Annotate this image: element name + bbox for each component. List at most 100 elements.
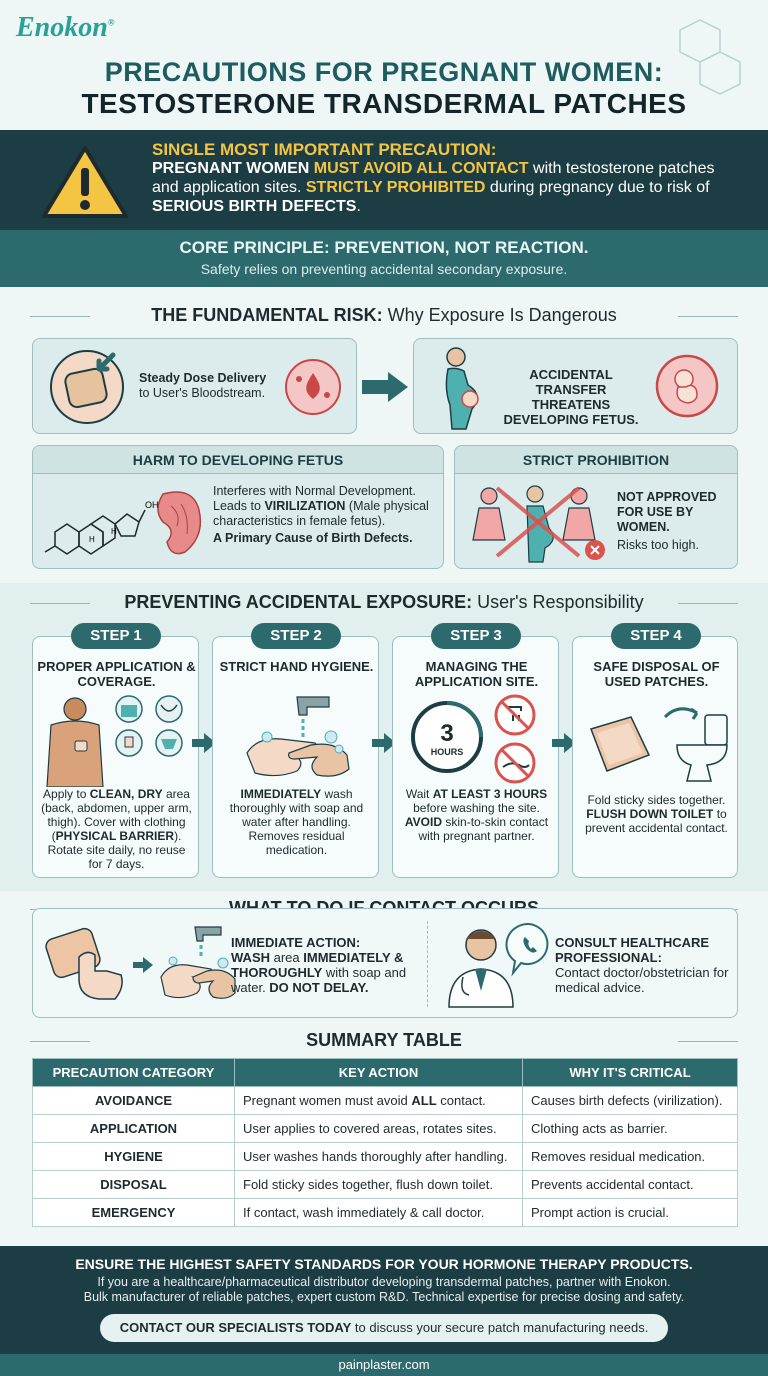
no-skin-contact-icon xyxy=(494,742,536,784)
step-1-text: Apply to CLEAN, DRY area (back, abdomen,… xyxy=(39,787,194,871)
step-2-badge: STEP 2 xyxy=(251,623,341,649)
warning-triangle-icon xyxy=(42,146,128,218)
harm-virilization: VIRILIZATION xyxy=(264,499,346,513)
risk-transfer-panel: ACCIDENTAL TRANSFER THREATENS DEVELOPING… xyxy=(413,338,738,434)
harm-text: Interferes with Normal Development. Lead… xyxy=(213,484,438,546)
step-3-text-c: skin-to-skin contact with pregnant partn… xyxy=(418,815,549,843)
warning-text-2: during pregnancy due to risk of xyxy=(485,179,710,196)
consult-heading: CONSULT HEALTHCARE PROFESSIONAL: xyxy=(555,935,710,965)
step-4-title: SAFE DISPOSAL OF USED PATCHES. xyxy=(593,659,720,689)
hydrogen-label-1: H xyxy=(89,535,95,544)
table-row: DISPOSAL Fold sticky sides together, flu… xyxy=(32,1170,738,1199)
row-why: Clothing acts as barrier. xyxy=(522,1114,738,1143)
transfer-warning-text: ACCIDENTAL TRANSFER THREATENS DEVELOPING… xyxy=(503,367,639,427)
immediate-no-delay: DO NOT DELAY. xyxy=(269,980,369,995)
row-why: Removes residual medication. xyxy=(522,1142,738,1171)
warning-text: SINGLE MOST IMPORTANT PRECAUTION: PREGNA… xyxy=(152,140,742,216)
core-principle-subtext: Safety relies on preventing accidental s… xyxy=(200,261,568,277)
clock-hours-number: 3 xyxy=(440,720,453,747)
step-3-card: STEP 3 MANAGING THE APPLICATION SITE. 3 … xyxy=(392,623,559,878)
step-2-text-a: wash thoroughly with soap and water afte… xyxy=(229,787,364,857)
contact-divider xyxy=(427,921,428,1007)
row-action: User washes hands thoroughly after handl… xyxy=(234,1142,523,1171)
warning-birth-defects: SERIOUS BIRTH DEFECTS xyxy=(152,198,357,215)
cta-rest: to discuss your secure patch manufacturi… xyxy=(351,1320,649,1335)
step-4-flush: FLUSH DOWN TOILET xyxy=(586,807,714,821)
harm-virilization-desc: (Male physical characteristics in female… xyxy=(213,499,429,528)
footer-banner: ENSURE THE HIGHEST SAFETY STANDARDS FOR … xyxy=(0,1246,768,1354)
step-1-title: PROPER APPLICATION & COVERAGE. xyxy=(37,659,196,689)
harm-line-2: Leads to VIRILIZATION (Male physical cha… xyxy=(213,499,438,529)
hydroxyl-label: OH xyxy=(145,500,159,510)
doctor-icon xyxy=(448,923,549,1008)
patch-icon xyxy=(50,350,124,424)
row-why: Causes birth defects (virilization). xyxy=(522,1086,738,1115)
column-header-action: KEY ACTION xyxy=(234,1058,523,1087)
website-link[interactable]: painplaster.com xyxy=(0,1354,768,1376)
page-title-line2: TESTOSTERONE TRANSDERMAL PATCHES xyxy=(81,88,687,119)
clock-hours-unit: HOURS xyxy=(431,747,464,757)
step-3-text-a: Wait xyxy=(405,787,433,801)
immediate-area: area xyxy=(270,950,304,965)
immediate-action-text: IMMEDIATE ACTION: WASH area IMMEDIATELY … xyxy=(231,935,421,995)
warning-text-1: with testosterone patches and applicatio… xyxy=(152,160,715,196)
column-header-category: PRECAUTION CATEGORY xyxy=(32,1058,235,1087)
section-heading-summary: SUMMARY TABLE xyxy=(30,1030,738,1051)
step-3-avoid: AVOID xyxy=(404,815,443,829)
footer-body-2: Bulk manufacturer of reliable patches, e… xyxy=(83,1290,685,1304)
step-3-text: Wait AT LEAST 3 HOURS before washing the… xyxy=(399,787,554,843)
core-principle-heading: CORE PRINCIPLE: PREVENTION, NOT REACTION… xyxy=(179,238,589,257)
harm-line-1: Interferes with Normal Development. xyxy=(213,484,416,498)
step-4-card: STEP 4 SAFE DISPOSAL OF USED PATCHES. Fo… xyxy=(572,623,738,878)
contact-panel: IMMEDIATE ACTION: WASH area IMMEDIATELY … xyxy=(32,908,738,1018)
row-action-all: ALL xyxy=(411,1093,437,1108)
table-row: HYGIENE User washes hands thoroughly aft… xyxy=(32,1142,738,1171)
molecule-decoration-icon xyxy=(679,19,741,95)
risk-dose-panel: Steady Dose Delivery to User's Bloodstre… xyxy=(32,338,357,434)
row-category: EMERGENCY xyxy=(32,1198,235,1227)
warning-banner: SINGLE MOST IMPORTANT PRECAUTION: PREGNA… xyxy=(0,130,768,230)
step-4-text-b: to prevent accidental contact. xyxy=(585,807,728,835)
row-action-b: contact. xyxy=(436,1093,486,1108)
steroid-molecule-icon: OH H H xyxy=(44,500,159,555)
immediate-thoroughly: IMMEDIATELY & THOROUGHLY xyxy=(231,950,404,980)
row-category: AVOIDANCE xyxy=(32,1086,235,1115)
step-3-badge: STEP 3 xyxy=(431,623,521,649)
footer-body-1: If you are a healthcare/pharmaceutical d… xyxy=(97,1275,671,1289)
step-2-immediately: IMMEDIATELY xyxy=(240,787,322,801)
step-2-text: IMMEDIATELY wash thoroughly with soap an… xyxy=(219,787,374,857)
step-arrow-icon xyxy=(372,733,396,753)
folded-patch-icon xyxy=(590,716,651,772)
harm-panel: HARM TO DEVELOPING FETUS OH H H Interfer… xyxy=(32,445,444,569)
no-shower-icon xyxy=(494,694,536,736)
consult-text: CONSULT HEALTHCARE PROFESSIONAL: Contact… xyxy=(555,935,731,995)
table-row: APPLICATION User applies to covered area… xyxy=(32,1114,738,1143)
arrow-right-icon xyxy=(362,372,408,402)
immediate-wash: WASH xyxy=(231,950,270,965)
row-category: DISPOSAL xyxy=(32,1170,235,1199)
table-header-row: PRECAUTION CATEGORY KEY ACTION WHY IT'S … xyxy=(32,1058,738,1087)
step-3-title: MANAGING THE APPLICATION SITE. xyxy=(414,659,539,689)
row-action: User applies to covered areas, rotates s… xyxy=(234,1114,523,1143)
step-2-title: STRICT HAND HYGIENE. xyxy=(219,659,374,674)
contact-specialists-button[interactable]: CONTACT OUR SPECIALISTS TODAY to discuss… xyxy=(100,1314,668,1342)
row-action-a: Pregnant women must avoid xyxy=(243,1093,412,1108)
prohibition-statement: NOT APPROVED FOR USE BY WOMEN. xyxy=(617,490,717,534)
row-category: APPLICATION xyxy=(32,1114,235,1143)
step-arrow-icon xyxy=(552,733,576,753)
hydrogen-label-2: H xyxy=(111,527,117,536)
footer-heading: ENSURE THE HIGHEST SAFETY STANDARDS FOR … xyxy=(75,1256,693,1272)
step-1-text-b: area (back, abdomen, upper arm, thigh). … xyxy=(41,787,192,843)
page-title-line1: PRECAUTIONS FOR PREGNANT WOMEN: xyxy=(104,57,664,87)
clock-icon: 3 HOURS xyxy=(411,701,483,773)
summary-table: PRECAUTION CATEGORY KEY ACTION WHY IT'S … xyxy=(32,1058,738,1227)
hand-touch-patch-icon xyxy=(45,927,123,1000)
step-3-text-b: before washing the site. xyxy=(413,801,540,815)
step-1-clean-dry: CLEAN, DRY xyxy=(89,787,163,801)
table-row: EMERGENCY If contact, wash immediately &… xyxy=(32,1198,738,1227)
blood-cell-icon xyxy=(285,359,341,415)
prohibition-panel: STRICT PROHIBITION NOT APPROVED FOR USE … xyxy=(454,445,738,569)
row-action: Pregnant women must avoid ALL contact. xyxy=(234,1086,523,1115)
dose-delivery-text: to User's Bloodstream. xyxy=(139,386,266,400)
